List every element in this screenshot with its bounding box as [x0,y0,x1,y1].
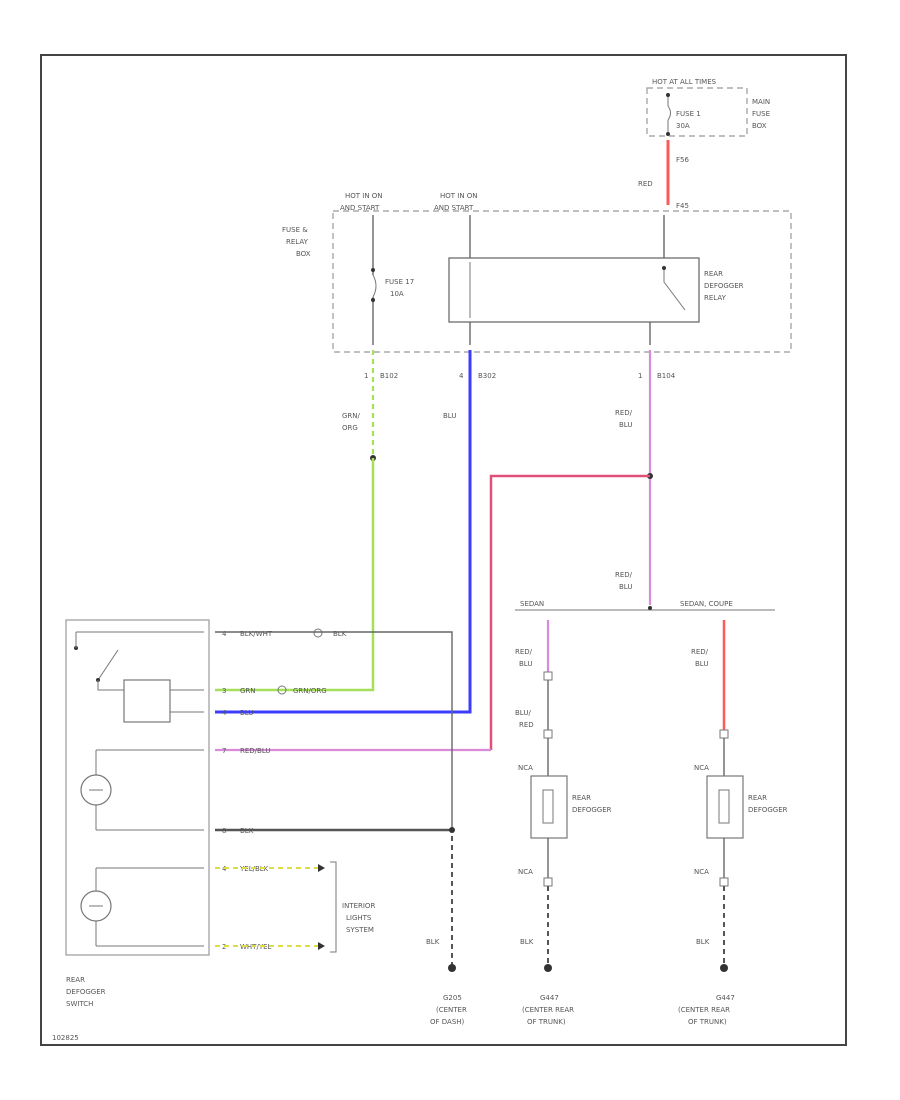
dash-ground-name: G205 [443,994,462,1002]
sw-row3-pin: 4 [222,709,227,717]
grn-org-label-1: GRN/ [342,412,361,420]
right-def-wire-top-1: RED/ [691,648,709,656]
conn-1-pin: 1 [364,372,368,380]
main-fuse-conn-top: F56 [676,156,689,164]
right-def-ground-wire: BLK [696,938,710,946]
main-fuse-box-label-2: FUSE [752,110,770,118]
right-def-name-1: REAR [748,794,767,802]
sw-row2-wire-a: GRN [240,687,256,695]
switch-label-3: SWITCH [66,1000,93,1008]
relay-label-1: REAR [704,270,723,278]
conn-2-name: B302 [478,372,496,380]
right-def-wire-top-2: BLU [695,660,708,668]
sw-row2-pin: 3 [222,687,226,695]
relay-box-label-2: RELAY [286,238,309,246]
fuse-17-label: FUSE 17 [385,278,414,286]
right-def-ground-loc-2: OF TRUNK) [688,1018,727,1026]
blu-wire [215,350,472,714]
conn-3-name: B104 [657,372,676,380]
main-fuse-hot-label: HOT AT ALL TIMES [652,78,717,86]
conn-3-pin: 1 [638,372,642,380]
switch-label-2: DEFOGGER [66,988,106,996]
interior-line-1: INTERIOR [342,902,375,910]
diagram-frame [40,54,847,1046]
left-def-wire-top-2: BLU [519,660,532,668]
hot-label-2a: HOT IN ON [440,192,478,200]
conn-2-pin: 4 [459,372,464,380]
sw-row1-pin: 4 [222,630,227,638]
grn-org-wire-lower [215,458,375,692]
grn-org-label-2: ORG [342,424,358,432]
sw-row4-wire: RED/BLU [240,747,271,755]
rear-defogger-relay [448,257,700,323]
left-def-ground-loc-2: OF TRUNK) [527,1018,566,1026]
interior-line-3: SYSTEM [346,926,374,934]
rear-defogger-right: RED/ BLU NCA NCA REAR DEFOGGER BLK G447 … [678,620,788,1026]
left-def-nca-top: NCA [518,764,533,772]
left-def-ground-loc-1: (CENTER REAR [522,1006,574,1014]
sw-row1-extra: BLK [333,630,347,638]
red-blu-wire-crimson [489,474,650,750]
red-blu-mid-label-2: BLU [619,583,632,591]
relay-label-3: RELAY [704,294,727,302]
relay-label-2: DEFOGGER [704,282,744,290]
right-def-name-2: DEFOGGER [748,806,788,814]
dash-ground-loc-1: (CENTER [436,1006,467,1014]
splice-right-label: SEDAN, COUPE [680,600,733,608]
figure-id: 102825 [52,1034,79,1042]
red-blu-mid-label-1: RED/ [615,571,633,579]
left-def-wire-mid-2: RED [519,721,534,729]
left-def-ground-wire: BLK [520,938,534,946]
dash-ground-loc-2: OF DASH) [430,1018,465,1026]
left-def-name-2: DEFOGGER [572,806,612,814]
conn-1-name: B102 [380,372,398,380]
relay-box-label-3: BOX [296,250,311,258]
main-fuse-box-label-1: MAIN [752,98,770,106]
fuse-17-rating: 10A [390,290,404,298]
relay-box-label-1: FUSE & [282,226,308,234]
right-def-ground-name: G447 [716,994,735,1002]
left-def-name-1: REAR [572,794,591,802]
red-feed-wire-label: RED [638,180,653,188]
interior-line-2: LIGHTS [346,914,372,922]
switch-label-1: REAR [66,976,85,984]
main-fuse-rating: 30A [676,122,690,130]
blu-label: BLU [443,412,456,420]
main-fuse-box: HOT AT ALL TIMES FUSE 1 30A MAIN FUSE BO… [646,78,770,210]
hot-label-1a: HOT IN ON [345,192,383,200]
hot-label-2b: AND START [434,204,474,212]
left-def-wire-top-1: RED/ [515,648,533,656]
sw-row2-wire: GRN/ORG [293,687,327,695]
rear-defogger-left: RED/ BLU BLU/ RED NCA NCA REAR DEFOGGER … [515,620,612,1026]
right-def-ground-loc-1: (CENTER REAR [678,1006,730,1014]
red-blu-label-1: RED/ [615,409,633,417]
right-def-nca-top: NCA [694,764,709,772]
left-def-ground-name: G447 [540,994,559,1002]
switch-control-box [123,679,171,723]
hot-label-1b: AND START [340,204,380,212]
left-def-wire-mid-1: BLU/ [515,709,531,717]
right-def-nca-bottom: NCA [694,868,709,876]
dash-ground-wire: BLK [426,938,440,946]
main-fuse-conn-bottom: F45 [676,202,689,210]
main-fuse-box-label-3: BOX [752,122,767,130]
rear-defogger-switch [65,619,210,956]
sw-row1-wire: BLK/WHT [240,630,273,638]
main-fuse-label: FUSE 1 [676,110,701,118]
fuse-relay-box: FUSE & RELAY BOX HOT IN ON AND START HOT… [282,192,792,353]
splice-left-label: SEDAN [520,600,544,608]
red-blu-label-2: BLU [619,421,632,429]
sw-row4-pin: 7 [222,747,226,755]
sw-row3-wire: BLU [240,709,253,717]
left-def-nca-bottom: NCA [518,868,533,876]
